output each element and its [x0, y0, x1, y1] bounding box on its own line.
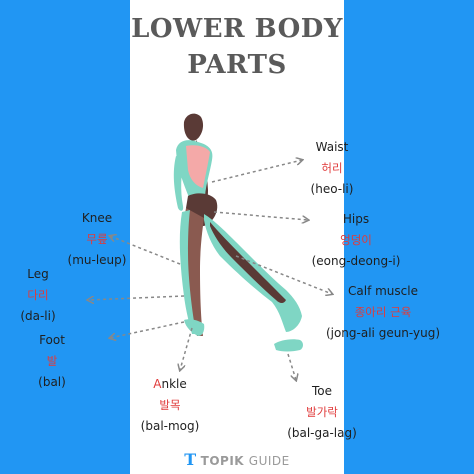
label-leg: Leg 다리 (da-li): [8, 264, 68, 327]
hips-leader-line: [213, 211, 308, 220]
foot-romanization: (bal): [38, 375, 66, 389]
leg-leader-line: [88, 295, 185, 300]
content-card: [132, 0, 342, 474]
ankle-romanization: (bal-mog): [140, 419, 200, 433]
knee-leader-line: [110, 236, 181, 265]
back-leg-shape: [183, 208, 204, 336]
title-line-2: PARTS: [187, 50, 287, 80]
right-foot-shape: [274, 339, 303, 352]
label-foot: Foot 발 (bal): [22, 330, 82, 393]
ankle-korean: 발목: [159, 398, 181, 412]
front-leg-shade-shape: [210, 222, 286, 303]
knee-korean: 무릎: [86, 232, 108, 246]
waist-romanization: (heo-li): [310, 182, 354, 196]
label-knee: Knee 무릎 (mu-leup): [52, 208, 142, 271]
label-toe: Toe 발가락 (bal-ga-lag): [272, 381, 372, 444]
topik-logo-icon: T: [184, 450, 197, 469]
brand-name-primary: TOPIK: [200, 454, 245, 468]
waist-english: Waist: [315, 140, 349, 154]
left-foot-shape: [184, 319, 205, 336]
hips-korean: 엉덩이: [340, 233, 372, 247]
label-waist: Waist 허리 (heo-li): [297, 137, 367, 200]
waist-leader-line: [211, 160, 302, 183]
ankle-initial: A: [153, 377, 162, 391]
toe-korean: 발가락: [306, 405, 338, 419]
label-hips: Hips 엉덩이 (eong-deong-i): [311, 209, 401, 272]
leg-romanization: (da-li): [20, 309, 56, 323]
foot-korean: 발: [46, 354, 58, 368]
title-line-1: LOWER BODY: [131, 14, 343, 44]
hips-english: Hips: [342, 212, 370, 226]
waist-korean: 허리: [321, 161, 343, 175]
knee-english: Knee: [81, 211, 113, 225]
right-side-band: [344, 0, 474, 474]
toe-english: Toe: [311, 384, 332, 398]
foot-english: Foot: [39, 333, 65, 347]
knee-romanization: (mu-leup): [67, 253, 127, 267]
foot-leader-line: [110, 321, 185, 338]
brand-name-secondary: GUIDE: [248, 454, 290, 468]
label-ankle: Ankle 발목 (bal-mog): [130, 374, 210, 437]
ankle-english-rest: nkle: [161, 377, 187, 391]
front-arm-shape: [173, 156, 184, 211]
ankle-english: Ankle: [130, 374, 210, 395]
head-shape: [183, 113, 204, 141]
back-leg-highlight-shape: [179, 210, 196, 334]
leg-english: Leg: [27, 267, 49, 281]
label-calf-muscle: Calf muscle 종아리 근육 (jong-ali geun-yug): [318, 281, 448, 344]
leg-korean: 다리: [27, 288, 49, 302]
ankle-leader-line: [180, 327, 193, 370]
toe-leader-line: [287, 353, 296, 380]
calf-leader-line: [235, 255, 332, 294]
hips-romanization: (eong-deong-i): [311, 254, 401, 268]
torso-highlight-shape: [186, 145, 210, 188]
calf-english: Calf muscle: [348, 284, 418, 298]
calf-korean: 종아리 근육: [354, 305, 412, 319]
toe-romanization: (bal-ga-lag): [287, 426, 357, 440]
calf-romanization: (jong-ali geun-yug): [325, 326, 441, 340]
